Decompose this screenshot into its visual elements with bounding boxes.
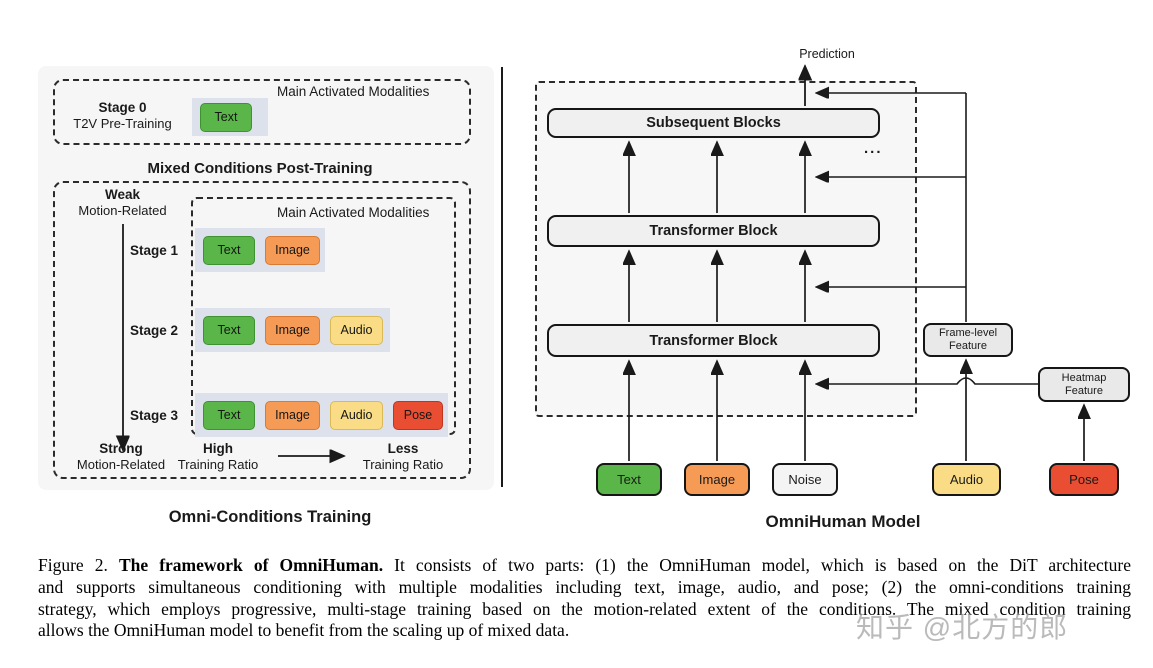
stage3-text-chip: Text <box>203 400 255 430</box>
stage2-audio-chip: Audio <box>330 315 383 345</box>
text-input-box: Text <box>596 463 662 496</box>
prediction-label: Prediction <box>799 47 855 61</box>
image-input-box: Image <box>684 463 750 496</box>
stage3-audio-chip: Audio <box>330 400 383 430</box>
stage3-label: Stage 3 <box>129 408 178 423</box>
audio-input-box: Audio <box>932 463 1001 496</box>
figure-caption: Figure 2. The framework of OmniHuman. It… <box>38 555 1131 642</box>
right-panel-title: OmniHuman Model <box>765 512 921 531</box>
caption-line-1-rest: It consists of two parts: (1) the OmniHu… <box>394 555 1131 575</box>
ellipsis-label: ... <box>864 140 883 157</box>
caption-line-4: allows the OmniHuman model to benefit fr… <box>38 620 570 641</box>
stage0-dashed-box <box>53 79 471 145</box>
caption-line-1: Figure 2. The framework of OmniHuman. It… <box>38 555 1131 577</box>
stage1-text-chip: Text <box>203 235 255 265</box>
stage1-label: Stage 1 <box>129 243 178 258</box>
weak-motion-label: Weak Motion-Related <box>70 187 175 218</box>
mixed-box-label: Main Activated Modalities <box>277 205 430 220</box>
less-sub-label: Training Ratio <box>362 456 444 472</box>
less-label: Less <box>387 441 419 456</box>
high-label: High <box>203 441 233 456</box>
transformer-block-upper: Transformer Block <box>547 215 880 247</box>
stage3-image-chip: Image <box>265 400 320 430</box>
stage2-text-chip: Text <box>203 315 255 345</box>
stage2-image-chip: Image <box>265 315 320 345</box>
strong-label: Strong <box>99 441 143 456</box>
transformer-block-lower: Transformer Block <box>547 324 880 357</box>
weak-label: Weak <box>104 187 141 202</box>
stage0-desc: T2V Pre-Training <box>73 115 172 131</box>
strong-motion-label: Strong Motion-Related <box>71 441 171 472</box>
weak-sub-label: Motion-Related <box>78 202 167 218</box>
high-sub-label: Training Ratio <box>177 456 259 472</box>
caption-figure-number: Figure 2. <box>38 555 108 575</box>
stage3-pose-chip: Pose <box>393 400 443 430</box>
stage1-image-chip: Image <box>265 235 320 265</box>
frame-level-feature-box: Frame-level Feature <box>923 323 1013 357</box>
less-ratio-label: Less Training Ratio <box>353 441 453 472</box>
watermark: 知乎 @北方的郎 <box>856 612 1069 643</box>
stage0-name: Stage 0 <box>98 100 147 115</box>
subsequent-blocks: Subsequent Blocks <box>547 108 880 138</box>
stage2-chip-strip: Text Image Audio <box>195 308 390 352</box>
heatmap-feature-box: Heatmap Feature <box>1038 367 1130 402</box>
stage0-label: Stage 0 T2V Pre-Training <box>60 100 185 131</box>
strong-sub-label: Motion-Related <box>76 456 166 472</box>
stage2-label: Stage 2 <box>129 323 178 338</box>
stage1-chip-strip: Text Image <box>195 228 325 272</box>
noise-input-box: Noise <box>772 463 838 496</box>
mixed-conditions-dashed-box <box>53 181 471 479</box>
stage3-chip-strip: Text Image Audio Pose <box>195 393 448 437</box>
stage0-text-chip: Text <box>200 102 252 132</box>
stage0-chip-strip: Text <box>192 98 268 136</box>
caption-line-2: and supports simultaneous conditioning w… <box>38 576 1131 597</box>
stage0-box-label: Main Activated Modalities <box>277 84 430 99</box>
high-ratio-label: High Training Ratio <box>168 441 268 472</box>
caption-line-3: strategy, which employs progressive, mul… <box>38 598 1131 619</box>
caption-bold-title: The framework of OmniHuman. <box>118 555 384 575</box>
post-training-title: Mixed Conditions Post-Training <box>147 160 373 177</box>
left-panel-title: Omni-Conditions Training <box>168 508 372 526</box>
pose-input-box: Pose <box>1049 463 1119 496</box>
